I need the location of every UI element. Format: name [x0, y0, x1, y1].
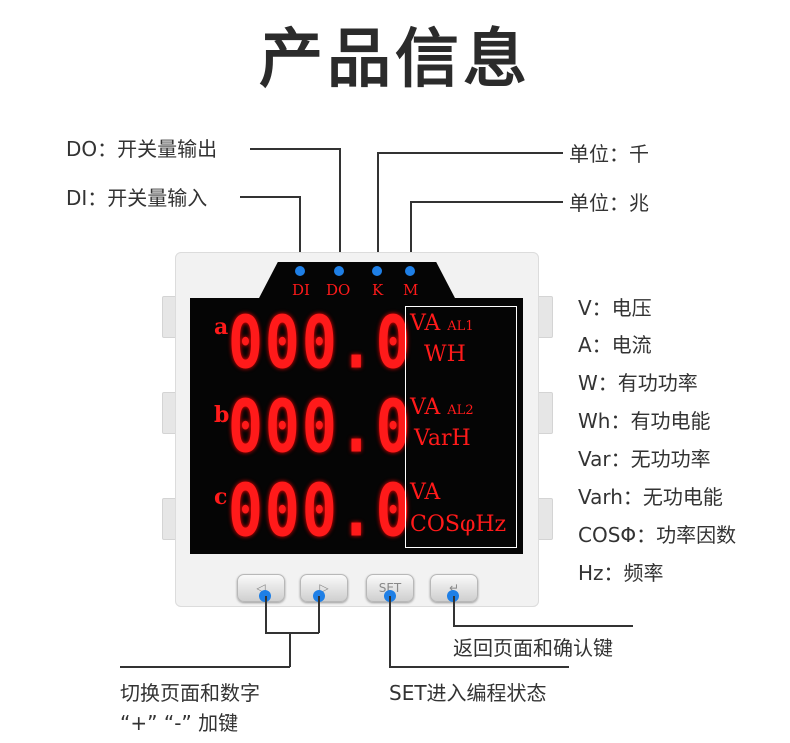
legend-varh: Varh：无功电能: [578, 485, 723, 509]
leader-right-v: [318, 596, 320, 633]
indicator-k: K: [372, 281, 384, 299]
indicator-di: DI: [292, 281, 310, 299]
leader-lr-h2: [120, 666, 290, 668]
legend-var: Var：无功功率: [578, 447, 711, 471]
leader-k-h: [377, 152, 563, 154]
leader-di-v: [299, 196, 301, 270]
row-c-label: c: [214, 484, 228, 510]
alarm-al1: AL1: [447, 319, 474, 334]
row-c-unit1: VA: [410, 480, 441, 505]
callout-do: DO：开关量输出: [66, 137, 218, 161]
leader-enter-h: [453, 625, 633, 627]
leader-left-v: [265, 596, 267, 633]
leader-k-v: [377, 152, 379, 270]
row-b-label: b: [214, 402, 230, 428]
mount-tab-right-mid: [537, 392, 553, 434]
indicator-m: M: [403, 281, 419, 299]
legend-a: A：电流: [578, 333, 652, 357]
row-c-value: 000.0: [228, 468, 413, 553]
meter-screen: [190, 298, 523, 554]
alarm-al2: AL2: [447, 403, 474, 418]
leader-set-h: [389, 666, 569, 668]
label-page-switch-1: 切换页面和数字: [120, 681, 260, 705]
label-page-switch-2: “+” “-” 加键: [120, 711, 239, 735]
row-b-value: 000.0: [228, 384, 413, 469]
page-title: 产品信息: [259, 23, 531, 97]
leader-do-h: [250, 148, 340, 150]
mount-tab-right-top: [537, 296, 553, 338]
callout-k: 单位：千: [569, 142, 649, 166]
row-a-unit1: VA AL1: [410, 311, 474, 336]
row-a-value: 000.0: [228, 300, 413, 385]
legend-w: W：有功功率: [578, 371, 698, 395]
leader-lr-v2: [289, 632, 291, 667]
callout-di: DI：开关量输入: [66, 186, 208, 210]
indicator-dot-di: [295, 266, 305, 276]
leader-enter-v: [453, 596, 455, 626]
callout-m: 单位：兆: [569, 191, 649, 215]
mount-tab-right-bottom: [537, 498, 553, 540]
legend-v: V：电压: [578, 296, 652, 320]
label-enter: 返回页面和确认键: [453, 636, 613, 660]
legend-hz: Hz：频率: [578, 561, 664, 585]
indicator-dot-m: [405, 266, 415, 276]
unit-panel: [405, 306, 517, 548]
legend-wh: Wh：有功电能: [578, 409, 711, 433]
legend-cos: COSΦ：功率因数: [578, 523, 737, 547]
label-set: SET进入编程状态: [389, 681, 547, 705]
leader-lr-h: [265, 632, 319, 634]
row-a-unit2: WH: [424, 342, 466, 367]
row-c-unit2: COSφHz: [410, 512, 507, 537]
right-button[interactable]: ▷: [300, 574, 348, 602]
leader-m-h: [410, 201, 563, 203]
leader-set-v: [389, 596, 391, 667]
indicator-dot-k: [372, 266, 382, 276]
indicator-do: DO: [326, 281, 351, 299]
row-b-unit2: VarH: [414, 426, 471, 451]
indicator-dot-do: [334, 266, 344, 276]
leader-di-h: [240, 196, 300, 198]
row-a-label: a: [214, 314, 229, 340]
leader-m-v: [410, 201, 412, 270]
row-b-unit1: VA AL2: [410, 395, 474, 420]
indicator-panel: [258, 262, 456, 300]
leader-do-v: [339, 148, 341, 270]
